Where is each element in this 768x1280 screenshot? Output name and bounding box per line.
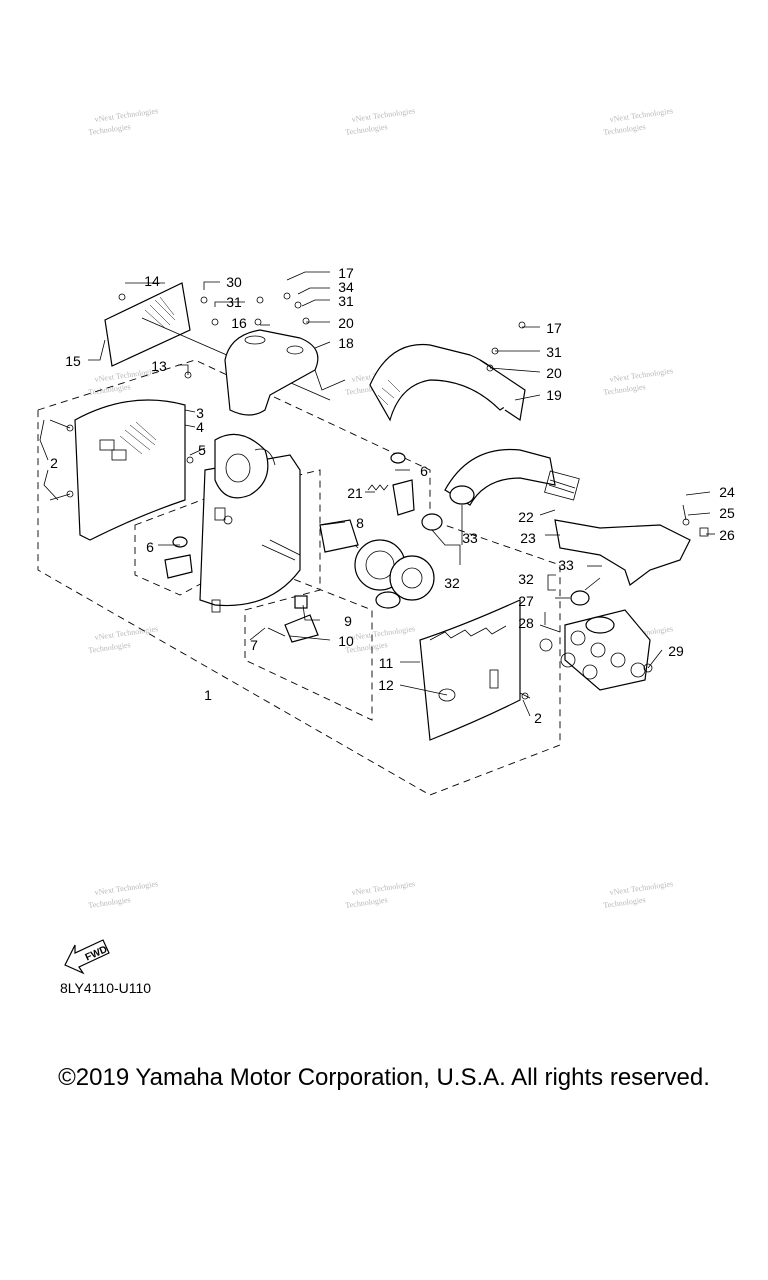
callout-7: 7 (250, 637, 258, 653)
callout-1: 1 (204, 687, 212, 703)
callout-27: 27 (518, 593, 534, 609)
callout-19: 19 (546, 387, 562, 403)
callout-4: 4 (196, 419, 204, 435)
svg-text:vNext Technologies: vNext Technologies (609, 106, 674, 124)
callout-33: 33 (462, 530, 478, 546)
callout-2: 2 (534, 710, 542, 726)
watermarks: vNext Technologies Technologies vNext Te… (88, 106, 674, 910)
callout-22: 22 (518, 509, 534, 525)
callout-34: 34 (338, 279, 354, 295)
callout-20: 20 (546, 365, 562, 381)
svg-text:vNext Technologies: vNext Technologies (351, 624, 416, 642)
callout-31: 31 (546, 344, 562, 360)
svg-text:Technologies: Technologies (345, 895, 388, 910)
callout-3: 3 (196, 405, 204, 421)
leader-lines (39, 271, 715, 717)
callout-32: 32 (444, 575, 460, 591)
callout-33: 33 (558, 557, 574, 573)
callout-10: 10 (338, 633, 354, 649)
watermark: vNext Technologies Technologies (88, 624, 159, 655)
watermark: vNext Technologies Technologies (603, 879, 674, 910)
watermark: vNext Technologies Technologies (88, 879, 159, 910)
callout-labels: 1 2 2 3 4 5 6 6 7 8 9 10 11 12 13 14 15 … (50, 265, 735, 726)
callout-11: 11 (379, 655, 394, 671)
part-bracket-9-10 (267, 595, 319, 643)
callout-31: 31 (226, 294, 242, 310)
part-exhaust-pipe-19 (369, 343, 526, 422)
svg-text:Technologies: Technologies (88, 895, 131, 910)
watermark: vNext Technologies Technologies (88, 366, 159, 397)
callout-30: 30 (226, 274, 242, 290)
watermark: vNext Technologies Technologies (88, 106, 159, 137)
part-heat-shield-18 (224, 329, 346, 416)
watermark: vNext Technologies Technologies (345, 106, 416, 137)
callout-16: 16 (231, 315, 247, 331)
part-manifold (539, 519, 691, 691)
svg-text:Technologies: Technologies (603, 382, 646, 397)
callout-5: 5 (198, 442, 206, 458)
svg-text:Technologies: Technologies (88, 122, 131, 137)
svg-text:vNext Technologies: vNext Technologies (351, 106, 416, 124)
part-muffler (199, 433, 301, 613)
svg-text:Technologies: Technologies (603, 122, 646, 137)
part-turbocharger (319, 519, 435, 609)
part-bolts-24-26 (682, 504, 709, 537)
watermark: vNext Technologies Technologies (603, 366, 674, 397)
callout-8: 8 (356, 515, 364, 531)
callout-28: 28 (518, 615, 534, 631)
callout-20: 20 (338, 315, 354, 331)
callout-13: 13 (151, 358, 167, 374)
watermark: vNext Technologies Technologies (345, 624, 416, 655)
callout-26: 26 (719, 527, 735, 543)
callout-6: 6 (146, 539, 154, 555)
callout-31: 31 (338, 293, 354, 309)
callout-21: 21 (347, 485, 363, 501)
callout-12: 12 (378, 677, 394, 693)
callout-17: 17 (338, 265, 354, 281)
callout-17: 17 (546, 320, 562, 336)
part-spring-21 (367, 484, 389, 491)
callout-24: 24 (719, 484, 735, 500)
part-clamps-33 (421, 485, 601, 606)
callout-25: 25 (719, 505, 735, 521)
svg-text:vNext Technologies: vNext Technologies (94, 366, 159, 384)
fwd-arrow-icon: FWD (64, 939, 110, 975)
svg-text:vNext Technologies: vNext Technologies (94, 106, 159, 124)
part-shield-lower-11 (419, 599, 521, 741)
part-mounts-6 (164, 452, 415, 579)
svg-text:vNext Technologies: vNext Technologies (351, 879, 416, 897)
callout-14: 14 (144, 273, 160, 289)
svg-text:Technologies: Technologies (345, 122, 388, 137)
callout-2: 2 (50, 455, 58, 471)
svg-text:Technologies: Technologies (88, 382, 131, 397)
callout-6: 6 (420, 463, 428, 479)
part-shield-left (74, 399, 186, 541)
watermark: vNext Technologies Technologies (345, 879, 416, 910)
svg-text:vNext Technologies: vNext Technologies (94, 879, 159, 897)
svg-text:vNext Technologies: vNext Technologies (609, 366, 674, 384)
callout-9: 9 (344, 613, 352, 629)
watermark: vNext Technologies Technologies (603, 106, 674, 137)
callout-29: 29 (668, 643, 684, 659)
svg-text:vNext Technologies: vNext Technologies (609, 879, 674, 897)
callout-32: 32 (518, 571, 534, 587)
copyright-notice: ©2019 Yamaha Motor Corporation, U.S.A. A… (58, 1064, 710, 1091)
callout-15: 15 (65, 353, 81, 369)
diagram-reference-code: 8LY4110-U110 (60, 980, 152, 996)
svg-text:Technologies: Technologies (603, 895, 646, 910)
callout-23: 23 (520, 530, 536, 546)
callout-18: 18 (338, 335, 354, 351)
svg-text:Technologies: Technologies (88, 640, 131, 655)
svg-text:vNext Technologies: vNext Technologies (94, 624, 159, 642)
